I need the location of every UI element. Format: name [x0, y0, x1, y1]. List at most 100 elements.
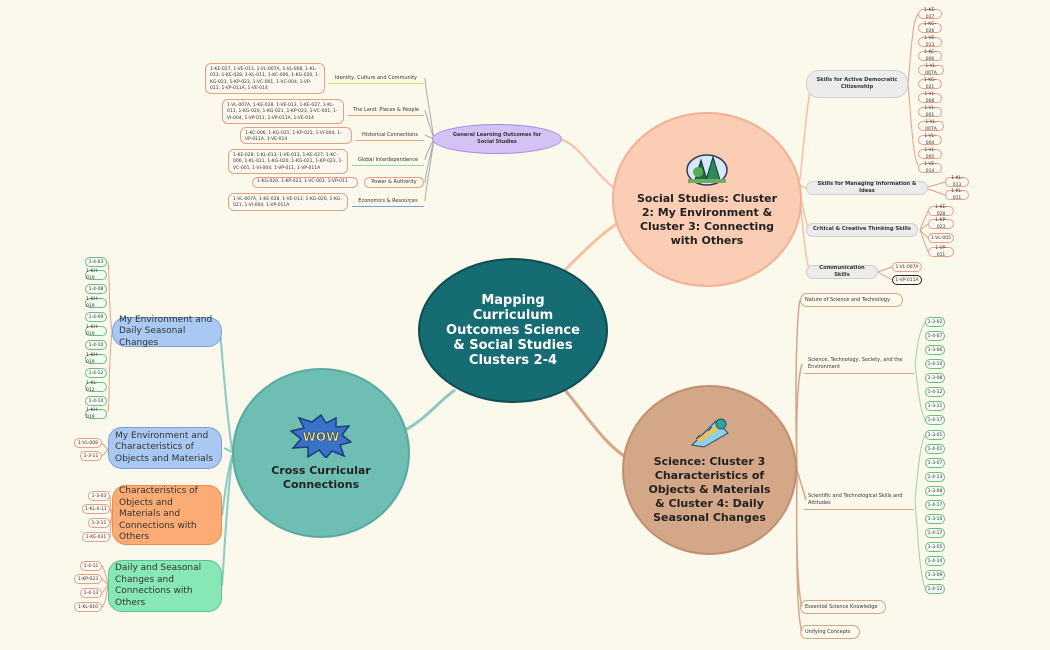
outcome-land-codes: 1-VL-007A, 1-KE-028, 1-VE-013, 1-KE-027,… — [222, 99, 344, 124]
code-pill[interactable]: 1-KP-023 — [74, 574, 102, 584]
science-branch-stse[interactable]: Science, Technology, Society, and the En… — [804, 354, 914, 374]
code-pill[interactable]: 1-4-07 — [925, 331, 945, 341]
code-pill[interactable]: 1-4-10 — [925, 359, 945, 369]
code-pill[interactable]: 1-3-02 — [925, 317, 945, 327]
code-pill[interactable]: 1-3-11 — [80, 451, 102, 461]
outcome-land-label[interactable]: The Land: Places & People — [348, 105, 424, 116]
central-topic-title: Mapping Curriculum Outcomes Science & So… — [446, 293, 580, 368]
code-pill[interactable]: 1-VL-005 — [918, 148, 942, 160]
code-pill[interactable]: 1-KH-019 — [85, 325, 107, 337]
outcome-identity-label[interactable]: Identity, Culture and Community — [328, 73, 424, 84]
code-pill[interactable]: 1-4-14 — [925, 556, 945, 566]
code-pill[interactable]: 1-3-06 — [925, 345, 945, 355]
code-pill[interactable]: 1-VL-007A — [918, 120, 944, 132]
cross-branch-label: Characteristics of Objects and Materials… — [119, 486, 198, 543]
code-pill[interactable]: 1-KL-013 — [945, 176, 969, 188]
code-pill[interactable]: 1-KH-019 — [85, 297, 107, 309]
cross-branch-connections-changes[interactable]: Daily and Seasonal Changes and Connectio… — [108, 560, 222, 612]
central-topic[interactable]: Mapping Curriculum Outcomes Science & So… — [418, 258, 608, 403]
code-pill[interactable]: 1-VE-013 — [918, 36, 942, 48]
code-pill[interactable]: 1-4-11 — [80, 561, 102, 571]
code-pill[interactable]: 1-VL-001 — [918, 106, 942, 118]
code-pill[interactable]: 1-3-08 — [925, 373, 945, 383]
code-pill[interactable]: 1-4-01 — [925, 444, 945, 454]
code-pill[interactable]: 1-VP-011A — [892, 275, 922, 285]
code-pill[interactable]: 1-3-05 — [925, 542, 945, 552]
code-pill[interactable]: 1-KC-006 — [918, 50, 942, 62]
code-pill[interactable]: 1-4-17 — [925, 500, 945, 510]
code-pill[interactable]: 1-VL-008 — [918, 92, 942, 104]
social-studies-topic[interactable]: Social Studies: Cluster 2: My Environmen… — [612, 112, 802, 287]
skill-critical-thinking[interactable]: Critical & Creative Thinking Skills — [806, 223, 918, 237]
skill-communication[interactable]: Communication Skills — [806, 265, 878, 279]
code-pill[interactable]: 1-3-03 — [88, 491, 110, 501]
code-pill[interactable]: 1-3-11 — [88, 518, 110, 528]
code-pill[interactable]: 1-KL-010 — [74, 602, 102, 612]
wow-burst-icon: WOW — [290, 414, 352, 458]
code-pill[interactable]: 1-3-09 — [925, 570, 945, 580]
outcome-label: Identity, Culture and Community — [334, 74, 418, 81]
skill-managing-information[interactable]: Skills for Managing Information & Ideas — [806, 181, 928, 195]
code-pill[interactable]: 1-VL-005 — [928, 233, 954, 243]
social-studies-title: Social Studies: Cluster 2: My Environmen… — [636, 191, 778, 247]
code-pill[interactable]: 1-3-07 — [925, 458, 945, 468]
code-pill[interactable]: 1-4-09 — [85, 312, 107, 322]
science-title: Science: Cluster 3 Characteristics of Ob… — [648, 455, 771, 524]
general-learning-outcomes-label: General Learning Outcomes for Social Stu… — [452, 132, 542, 145]
cross-branch-label: My Environment and Characteristics of Ob… — [115, 430, 213, 464]
cross-branch-connections-objects[interactable]: Characteristics of Objects and Materials… — [112, 485, 222, 545]
code-pill[interactable]: 1-4-14 — [85, 396, 107, 406]
outcome-economics-label[interactable]: Economics & Resources — [352, 196, 424, 207]
code-pill[interactable]: 1-KL-011 — [945, 189, 969, 201]
general-learning-outcomes-node[interactable]: General Learning Outcomes for Social Stu… — [432, 124, 562, 154]
science-branch-unifying[interactable]: Unifying Concepts — [800, 625, 860, 639]
code-pill[interactable]: 1-KE-031 — [82, 532, 110, 542]
code-pill[interactable]: 1-VP-011 — [928, 246, 954, 258]
code-pill[interactable]: 1-3-10 — [925, 514, 945, 524]
code-pill[interactable]: 1-4-12 — [925, 387, 945, 397]
code-pill[interactable]: 1-KL-0-11 — [82, 504, 110, 514]
code-pill[interactable]: 1-VL-008 — [74, 438, 102, 448]
code-pill[interactable]: 1-3-01 — [925, 430, 945, 440]
code-pill[interactable]: 1-KP-023 — [928, 218, 954, 230]
code-pill[interactable]: 1-VL-007A — [892, 262, 922, 272]
code-pill[interactable]: 1-4-12 — [85, 368, 107, 378]
code-pill[interactable]: 1-3-08 — [925, 486, 945, 496]
code-pill[interactable]: 1-4-08 — [85, 284, 107, 294]
science-topic[interactable]: Science: Cluster 3 Characteristics of Ob… — [622, 385, 797, 555]
code-pill[interactable]: 1-3-11 — [925, 401, 945, 411]
outcome-historical-label[interactable]: Historical Connections — [356, 130, 424, 141]
code-pill[interactable]: 1-KG-021 — [918, 78, 942, 90]
code-pill[interactable]: 1-KL-012 — [85, 381, 107, 393]
outcome-identity-codes: 1-KE-027, 1-VE-013, 1-VL-007A, 1-VL-008,… — [205, 63, 325, 94]
code-pill[interactable]: 1-KG-026 — [918, 22, 942, 34]
code-pill[interactable]: 1-KH-019 — [85, 353, 107, 365]
science-branch-nature[interactable]: Nature of Science and Technology — [800, 293, 903, 307]
science-branch-skills[interactable]: Scientific and Technological Skills and … — [804, 490, 914, 510]
outcome-power-codes: 1-KG-020, 1-KP-023, 1-VC-001, 1-VP-011 — [252, 177, 358, 188]
code-pill[interactable]: 1-VE-014 — [918, 162, 942, 174]
code-pill[interactable]: 1-4-17 — [925, 528, 945, 538]
code-pill[interactable]: 1-KH-019 — [85, 408, 107, 420]
code-pill[interactable]: 1-4-10 — [85, 340, 107, 350]
code-pill[interactable]: 1-4-13 — [80, 588, 102, 598]
code-pill[interactable]: 1-VL-004 — [918, 134, 942, 146]
skill-democratic-citizenship[interactable]: Skills for Active Democratic Citizenship — [806, 70, 908, 98]
science-branch-label: Scientific and Technological Skills and … — [808, 492, 903, 506]
code-pill[interactable]: 1-VL-007A — [918, 64, 944, 76]
cross-curricular-topic[interactable]: WOW Cross Curricular Connections — [232, 368, 410, 538]
code-pill[interactable]: 1-KE-028 — [928, 205, 954, 217]
code-pill[interactable]: 1-KH-019 — [85, 269, 107, 281]
code-pill[interactable]: 1-KE-027 — [918, 8, 942, 20]
cross-branch-daily-seasonal[interactable]: My Environment and Daily Seasonal Change… — [112, 315, 222, 348]
code-pill[interactable]: 1-4-17 — [925, 415, 945, 425]
code-pill[interactable]: 1-4-13 — [925, 472, 945, 482]
outcome-power-label[interactable]: Power & Authority — [364, 177, 424, 188]
ruler-tools-icon — [690, 418, 729, 448]
code-pill[interactable]: 1-4-12 — [925, 584, 945, 594]
outcome-global-label[interactable]: Global Interdependence — [352, 155, 424, 166]
code-pill[interactable]: 1-4-03 — [85, 257, 107, 267]
science-branch-essential[interactable]: Essential Science Knowledge — [800, 600, 886, 614]
science-branch-label: Nature of Science and Technology — [805, 296, 890, 303]
cross-branch-characteristics[interactable]: My Environment and Characteristics of Ob… — [108, 427, 222, 469]
